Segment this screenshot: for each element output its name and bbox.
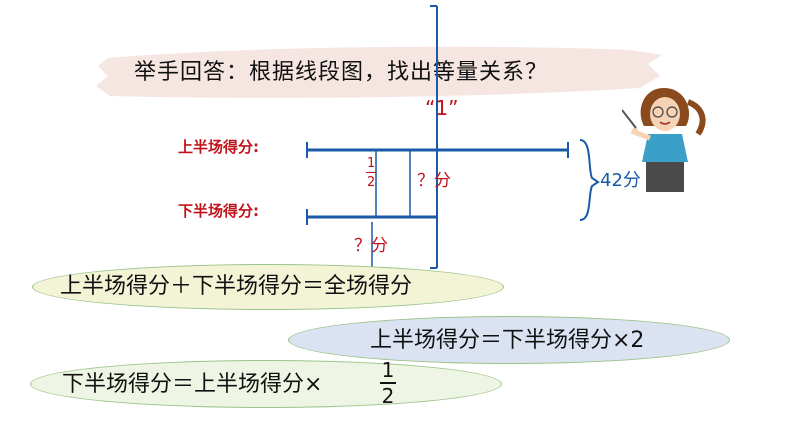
unknown-first-label: ？分	[417, 171, 451, 191]
equation-3-denominator: 2	[381, 384, 395, 408]
teacher-illustration	[622, 88, 706, 192]
teacher-glasses-right	[666, 106, 678, 118]
teacher-glasses-left	[652, 106, 664, 118]
teacher-mouth	[659, 121, 671, 125]
teacher-pointer	[622, 109, 637, 129]
half-fraction-denominator: 2	[367, 175, 376, 190]
unknown-second-label: ？分	[354, 236, 388, 256]
total-brace	[579, 139, 600, 221]
first-half-label: 上半场得分:	[178, 138, 259, 156]
question-text: 举手回答：根据线段图，找出等量关系？	[134, 60, 549, 85]
half-fraction-numerator: 1	[367, 156, 376, 171]
second-half-label: 下半场得分:	[178, 202, 259, 220]
equation-1: 上半场得分＋下半场得分＝全场得分	[60, 274, 413, 299]
equation-1-ellipse	[32, 264, 504, 310]
equation-2-ellipse	[288, 316, 730, 364]
teacher-body	[642, 134, 688, 162]
equation-2: 上半场得分＝下半场得分×2	[370, 328, 645, 353]
teacher-ponytail	[686, 99, 706, 136]
brush-stroke	[96, 46, 662, 98]
equation-3-fraction-bar	[380, 382, 396, 384]
teacher-skirt	[646, 162, 684, 192]
unit-label: “1”	[425, 96, 459, 120]
half-fraction-bar	[366, 172, 376, 173]
equation-3-ellipse	[30, 360, 502, 408]
total-label: 42分	[600, 170, 641, 191]
equation-3-numerator: 1	[381, 358, 395, 382]
equation-3-text: 下半场得分＝上半场得分×	[62, 372, 323, 397]
teacher-arm	[630, 126, 651, 141]
teacher-face	[650, 97, 680, 131]
